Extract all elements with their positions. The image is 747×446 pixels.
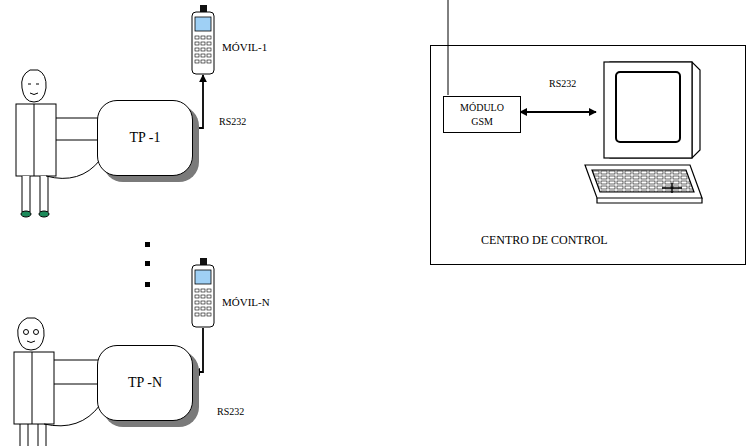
interface-label: RS232 xyxy=(216,406,245,417)
antenna-line xyxy=(448,0,449,95)
phone-icon xyxy=(190,258,216,328)
ellipsis-dots xyxy=(145,242,150,287)
interface-label: RS232 xyxy=(548,78,577,89)
control-centre: MÓDULO GSM CENTRO DE CONTROL xyxy=(430,45,746,265)
mobile-phone: MÓVIL-N xyxy=(190,258,216,328)
connector-arrow xyxy=(193,328,203,372)
computer-icon xyxy=(585,62,702,203)
gsm-module: MÓDULO GSM xyxy=(443,96,521,133)
phone-icon xyxy=(190,5,216,75)
connector-arrow xyxy=(193,75,203,128)
person-figure xyxy=(14,318,100,446)
mobile-phone: MÓVIL-1 xyxy=(190,5,216,75)
box-label: MÓDULO GSM xyxy=(450,101,514,128)
box-label: TP -N xyxy=(128,375,162,391)
interface-label: RS232 xyxy=(218,116,247,127)
phone-label: MÓVIL-1 xyxy=(222,41,267,53)
box-label: CENTRO DE CONTROL xyxy=(481,233,608,248)
serial-link xyxy=(520,111,596,113)
person-figure xyxy=(16,70,100,217)
terminal-box: TP -1 xyxy=(97,100,193,176)
phone-label: MÓVIL-N xyxy=(222,296,270,308)
terminal-box: TP -N xyxy=(97,345,193,421)
box-label: TP -1 xyxy=(130,130,161,146)
